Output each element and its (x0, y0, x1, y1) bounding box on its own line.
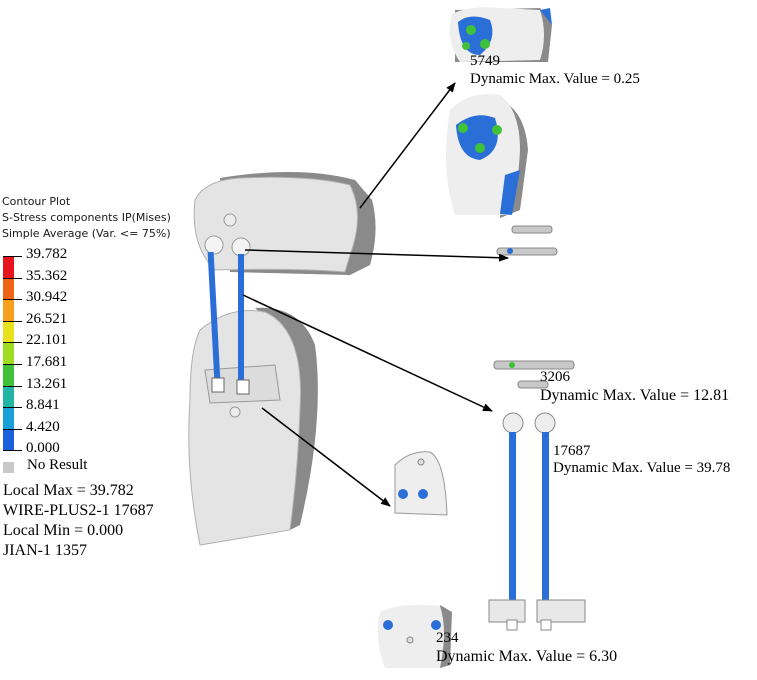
legend-subtitle: S-Stress components IP(Mises) (2, 211, 171, 224)
legend-swatch (3, 299, 14, 321)
legend-tick-mark (3, 342, 22, 344)
upper-block (193, 171, 376, 275)
callout-arrows (242, 82, 509, 507)
legend-tick-mark (3, 407, 22, 409)
legend-tick-label: 22.101 (26, 332, 68, 349)
bottom-max-value: Dynamic Max. Value = 6.30 (436, 648, 618, 665)
legend-swatch (3, 277, 14, 300)
legend-swatch (3, 342, 14, 364)
legend-tick-mark (3, 450, 22, 452)
legend-tick-mark (3, 299, 22, 301)
top-node-id: 5749 (470, 53, 500, 69)
local-min-location: JIAN-1 1357 (3, 542, 87, 559)
legend-tick-label: 39.782 (26, 246, 68, 262)
middle-detail-part (446, 94, 528, 218)
mid-max-value: Dynamic Max. Value = 12.81 (540, 387, 730, 404)
legend-swatch (3, 407, 14, 429)
legend-tick-mark (3, 385, 22, 387)
legend-tick-mark (3, 256, 22, 257)
legend-tick-mark (3, 320, 22, 322)
legend-tick-label: 8.841 (26, 397, 60, 414)
legend-tick-label: 26.521 (26, 310, 68, 327)
legend-tick-mark (3, 428, 22, 430)
legend-tick-label: 13.261 (26, 375, 68, 392)
local-min-label: Local Min = 0.000 (3, 522, 124, 539)
lower-block (188, 307, 318, 546)
legend-swatch (3, 256, 14, 278)
top-max-value: Dynamic Max. Value = 0.25 (470, 71, 640, 87)
legend-tick-label: 0.000 (26, 440, 60, 457)
wire-detail-parts (488, 412, 586, 631)
legend-tick-mark (3, 364, 22, 365)
legend-tick-label: 30.942 (26, 289, 68, 306)
top-detail-part (449, 7, 552, 62)
legend-tick-mark (3, 277, 22, 279)
legend-swatch (3, 385, 14, 408)
assembly-wires (207, 251, 250, 395)
wire-node-id: 17687 (553, 443, 591, 459)
no-result-swatch (3, 462, 14, 473)
legend-title: Contour Plot (2, 195, 71, 208)
wire-max-value: Dynamic Max. Value = 39.78 (553, 460, 731, 476)
local-max-label: Local Max = 39.782 (3, 482, 134, 499)
legend-tick-label: 4.420 (26, 418, 60, 435)
bottom-detail-part (377, 604, 452, 668)
legend-swatch (3, 320, 14, 343)
no-result-label: No Result (27, 457, 88, 473)
legend-tick-label: 35.362 (26, 267, 68, 284)
local-max-location: WIRE-PLUS2-1 17687 (3, 502, 154, 519)
legend-tick-label: 17.681 (26, 354, 68, 370)
legend-averaging: Simple Average (Var. <= 75%) (2, 227, 171, 240)
plate-detail-part (394, 451, 448, 516)
pin-parts (493, 225, 575, 389)
legend-swatch (3, 428, 14, 451)
mid-node-id: 3206 (540, 369, 570, 385)
legend-swatch (3, 364, 14, 386)
bottom-node-id: 234 (436, 630, 459, 646)
